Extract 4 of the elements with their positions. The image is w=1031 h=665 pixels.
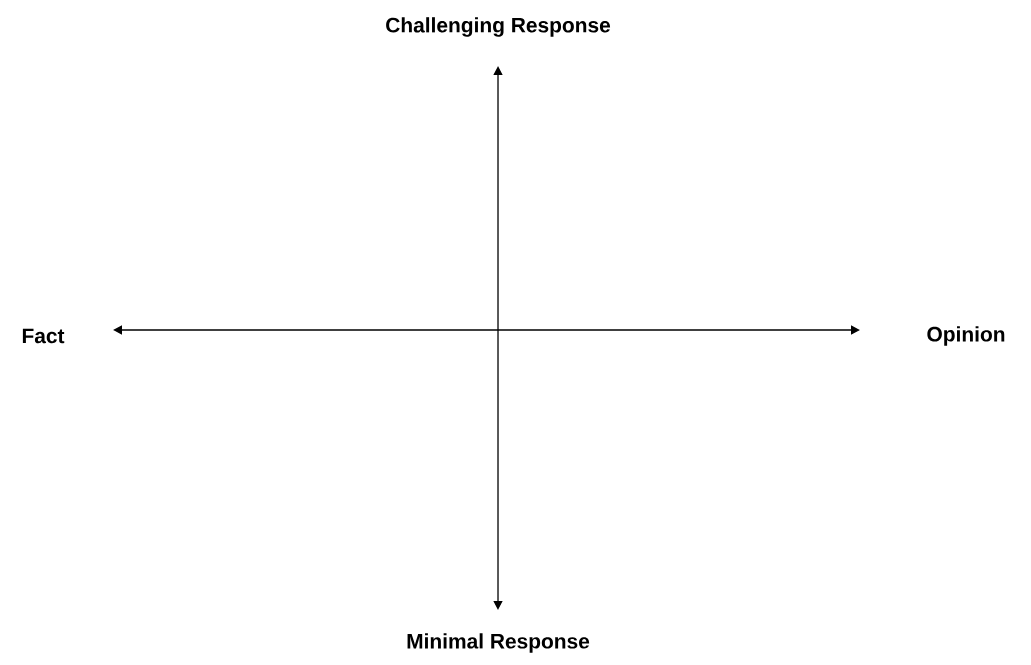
axis-label: Fact: [22, 328, 65, 344]
axis-label: Opinion: [927, 326, 1005, 346]
axis-label: Minimal Response: [407, 633, 590, 653]
axis-label: Challenging Response: [386, 17, 611, 37]
